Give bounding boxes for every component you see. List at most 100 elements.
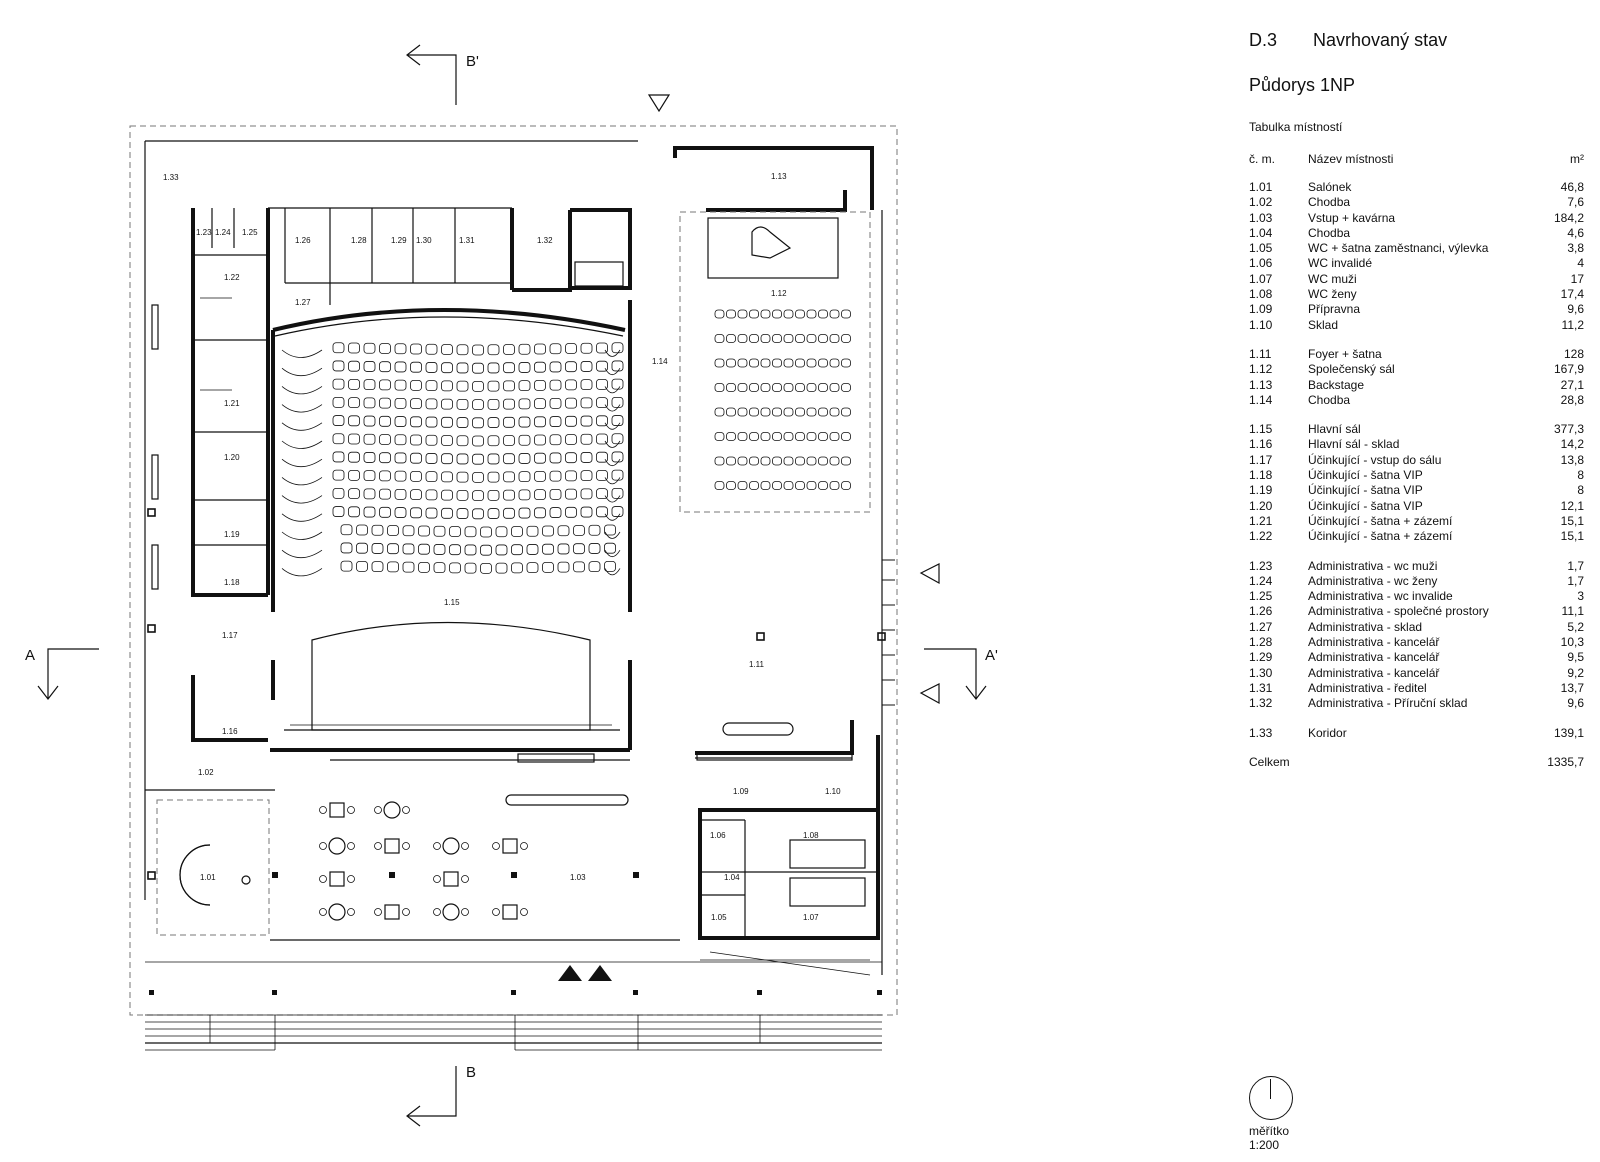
seat <box>542 525 554 537</box>
seat <box>371 561 384 573</box>
wardrobe-counter <box>722 722 794 736</box>
hall-seat <box>795 334 805 343</box>
seat <box>402 543 415 555</box>
seat <box>549 416 562 427</box>
seat <box>464 562 477 574</box>
room-name: Účinkující - šatna + zázemí <box>1308 513 1453 528</box>
seat <box>441 344 453 355</box>
room-area: 15,1 <box>1560 513 1584 528</box>
aisle-line <box>604 568 621 576</box>
room-name: Backstage <box>1308 377 1365 392</box>
room-area: 10,3 <box>1560 635 1584 650</box>
seat <box>503 507 515 519</box>
seat <box>410 416 422 428</box>
seat <box>580 488 593 500</box>
hall-seat <box>726 456 736 466</box>
room-number: 1.15 <box>1249 422 1273 437</box>
aisle-line <box>281 386 323 395</box>
aisle-line <box>604 549 621 558</box>
seat <box>526 544 539 555</box>
scale-indicator: měřítko 1:200 <box>1249 1076 1293 1152</box>
room-label: 1.33 <box>163 173 179 182</box>
hall-seat <box>818 358 828 368</box>
room-label: 1.27 <box>295 298 311 307</box>
seat <box>565 434 577 445</box>
columns <box>147 508 886 995</box>
hall-seat <box>841 407 851 417</box>
seat <box>472 435 484 447</box>
seat <box>441 471 453 483</box>
room-number: 1.33 <box>1249 725 1273 740</box>
room-name: Administrativa - sklad <box>1308 619 1423 634</box>
cafe-bar <box>505 794 629 806</box>
seat <box>472 362 484 374</box>
room-label: 1.15 <box>444 598 460 607</box>
seat <box>410 470 422 482</box>
seat <box>480 563 492 574</box>
table-header: č. m. Název místnosti m² <box>1249 152 1584 166</box>
room-name: Hlavní sál - sklad <box>1308 437 1400 452</box>
room-area: 13,7 <box>1560 680 1584 695</box>
seat <box>441 416 453 428</box>
room-label: 1.18 <box>224 578 240 587</box>
hall-seat <box>795 407 805 417</box>
cafe-chair <box>433 908 441 916</box>
hall-seat <box>714 456 725 466</box>
seat <box>518 489 531 501</box>
seat <box>557 525 570 537</box>
building-outline <box>129 125 898 1016</box>
room-area: 5,2 <box>1567 619 1584 634</box>
seat <box>348 415 360 427</box>
group-gap <box>1249 712 1584 726</box>
seat <box>503 471 515 483</box>
seat <box>363 342 376 354</box>
sheet-header: D.3 Navrhovaný stav <box>1249 30 1584 51</box>
seat <box>549 379 562 391</box>
cafe-tables <box>319 801 528 921</box>
seat <box>410 489 422 501</box>
seat <box>518 398 531 410</box>
seat <box>534 379 546 391</box>
hall-seat <box>806 383 817 392</box>
seat <box>596 488 608 500</box>
seat <box>363 415 376 427</box>
room-name: Chodba <box>1308 225 1351 240</box>
hall-seat <box>783 407 794 417</box>
section-marker-a-prime: A' <box>924 647 998 700</box>
seat <box>410 507 422 519</box>
room-number: 1.04 <box>1249 225 1273 240</box>
room-number: 1.26 <box>1249 604 1273 619</box>
east-entrance-marker-lower <box>919 683 940 705</box>
room-label: 1.10 <box>825 787 841 796</box>
seat <box>379 415 391 427</box>
seat <box>456 453 469 465</box>
room-number: 1.17 <box>1249 452 1273 467</box>
seat <box>472 417 484 429</box>
seat <box>472 380 484 392</box>
room-label: 1.03 <box>570 873 586 882</box>
seat <box>573 543 585 555</box>
seat <box>394 434 407 446</box>
seat <box>534 343 546 355</box>
room-label: 1.20 <box>224 453 240 462</box>
hall-seat <box>841 432 851 441</box>
seat <box>371 524 384 536</box>
seat <box>518 453 531 464</box>
room-area: 12,1 <box>1560 498 1584 513</box>
seat <box>332 506 345 517</box>
seat <box>425 380 438 392</box>
cafe-chair <box>461 875 469 883</box>
seat <box>573 561 585 573</box>
hall-seat <box>829 432 840 441</box>
seat <box>363 488 376 500</box>
hall-seat <box>818 407 828 417</box>
seat <box>379 397 391 409</box>
room-label: 1.29 <box>391 236 407 245</box>
aisle-line <box>604 349 621 357</box>
seat <box>456 344 469 356</box>
